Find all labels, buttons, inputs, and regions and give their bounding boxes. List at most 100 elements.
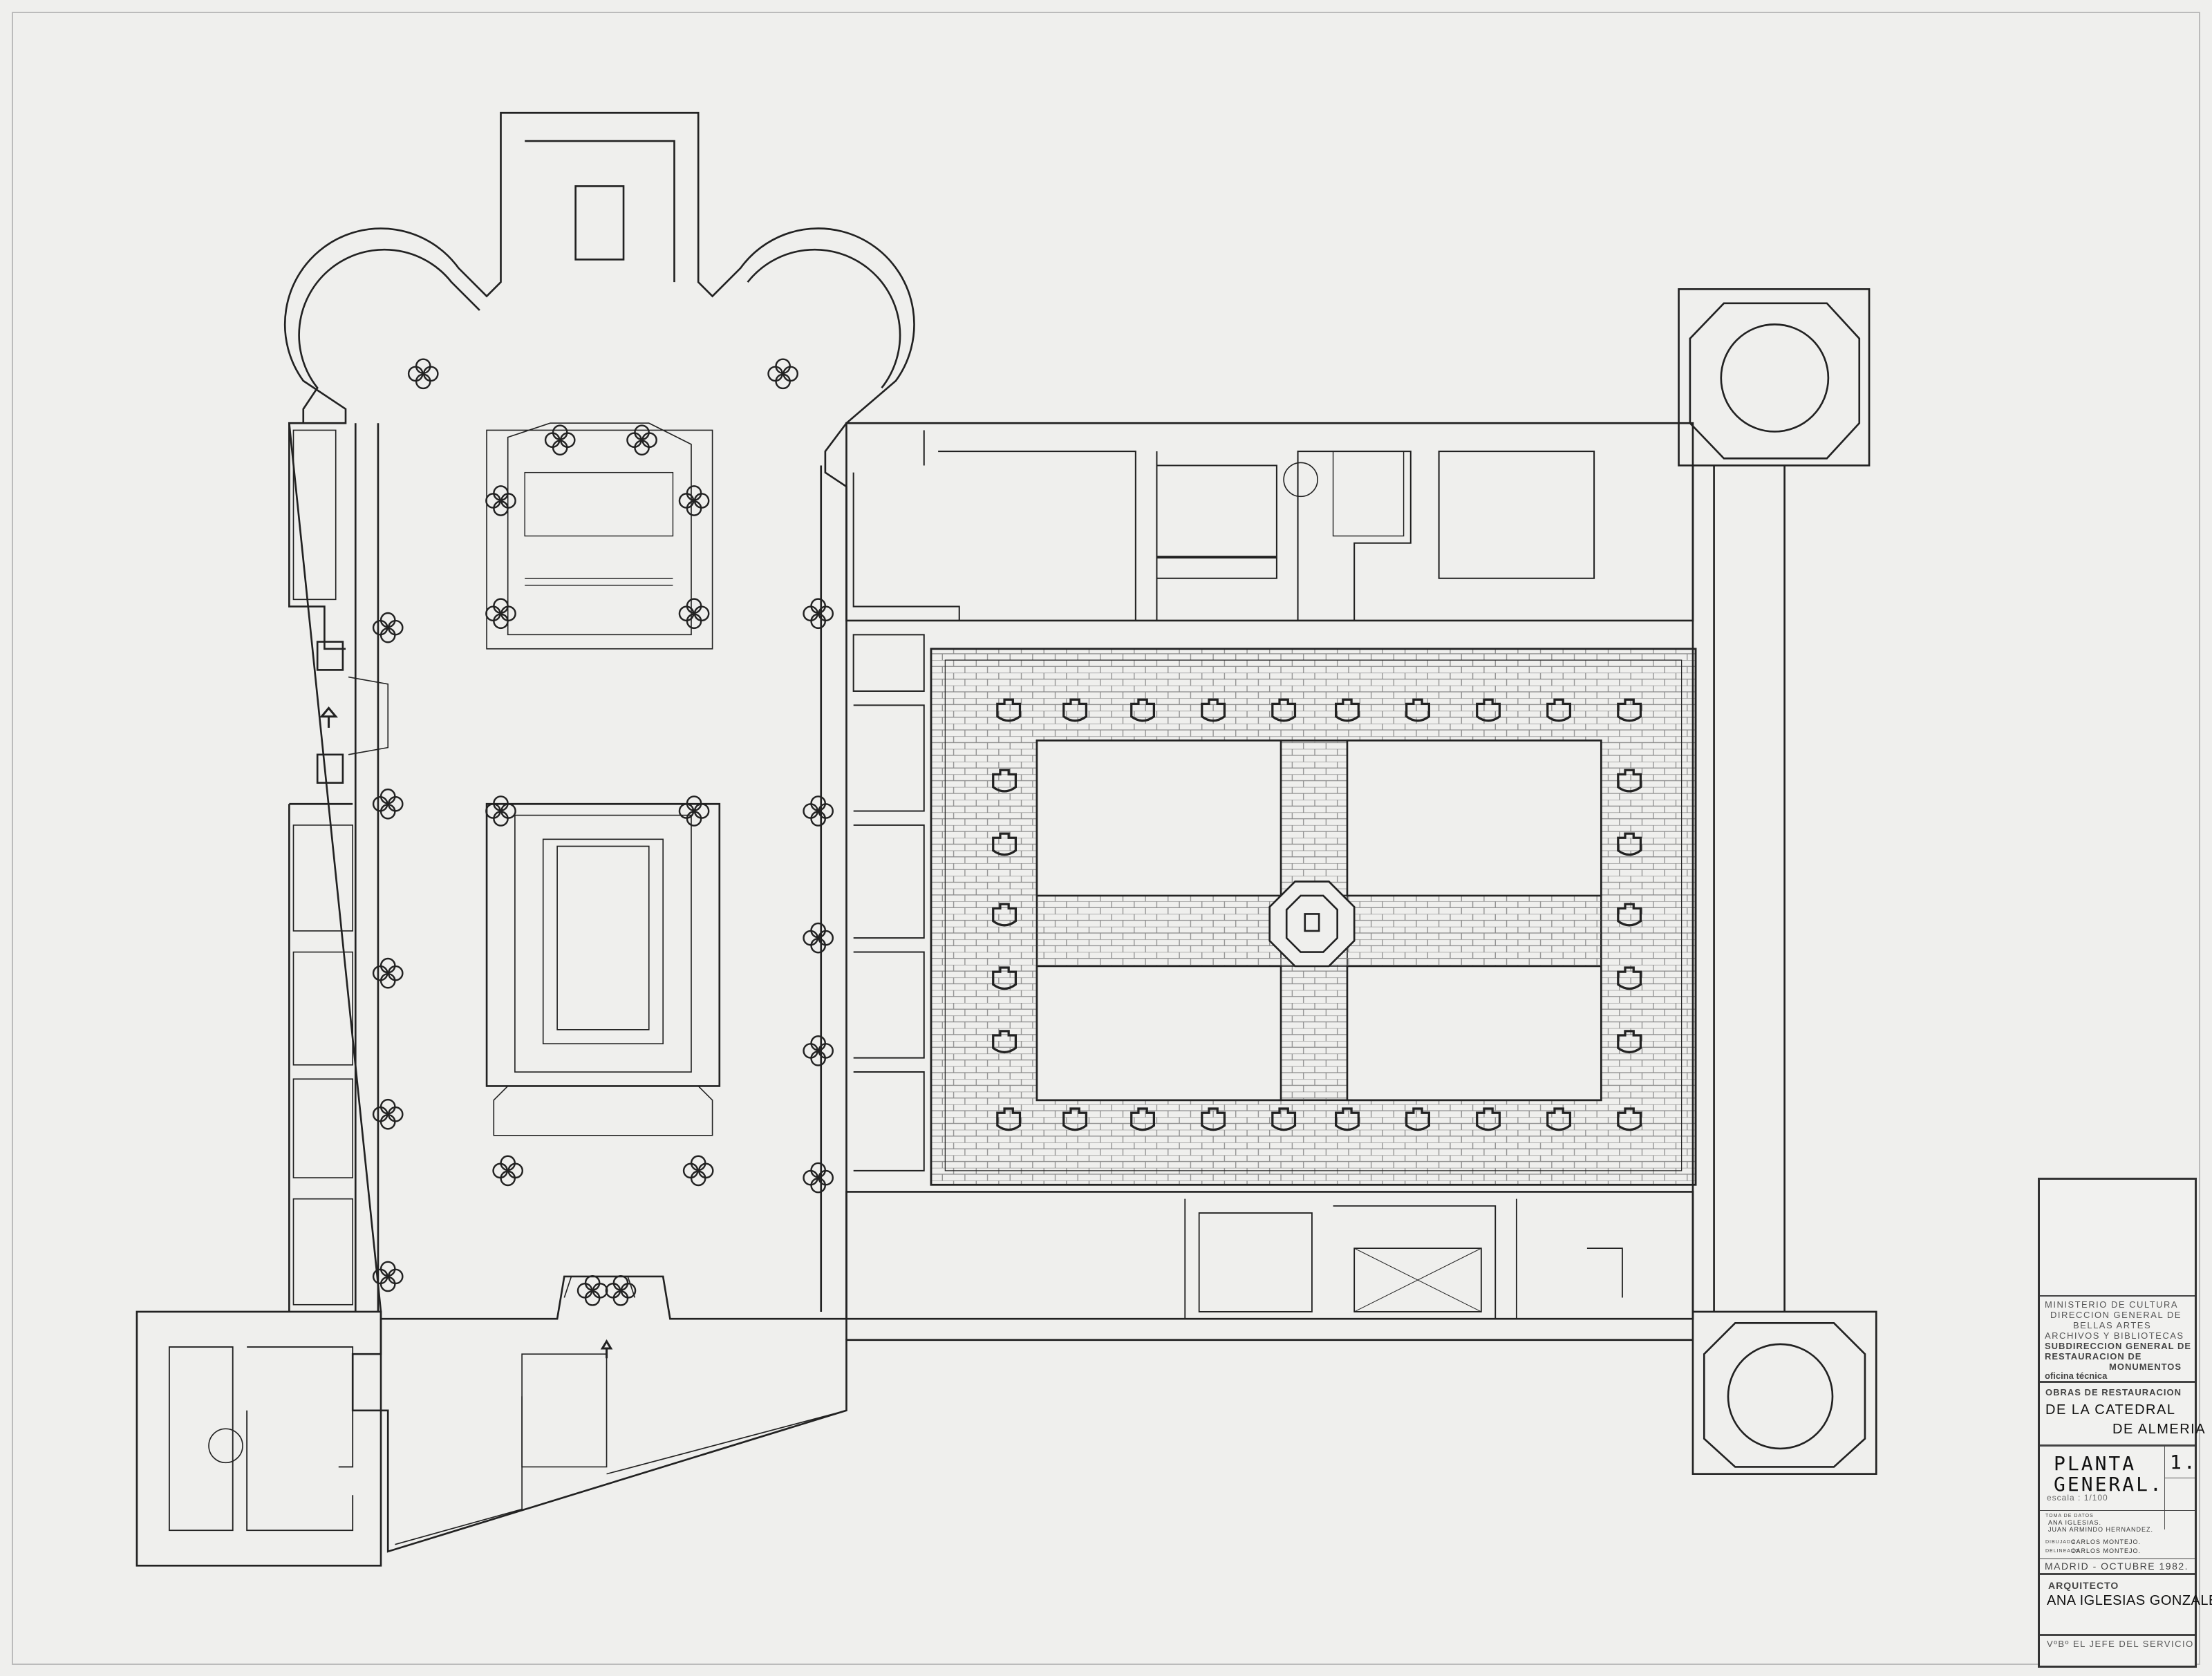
nave-pier <box>697 1162 714 1179</box>
cloister-column <box>1546 1107 1572 1131</box>
place-date: MADRID - OCTUBRE 1982. <box>2045 1561 2189 1572</box>
nave-pier <box>387 1106 404 1122</box>
cloister-column <box>1062 1107 1088 1131</box>
cloister-column <box>992 769 1018 793</box>
nave-pier <box>379 1276 396 1292</box>
nave-pier <box>372 1106 388 1122</box>
ministry-line: DIRECCION GENERAL DE <box>2050 1310 2182 1320</box>
cloister <box>930 648 1697 1186</box>
nave-pier <box>379 612 396 628</box>
nave-pier <box>379 1261 396 1277</box>
nave-pier <box>379 803 396 820</box>
subdirection-line: RESTAURACION DE <box>2045 1351 2142 1362</box>
nave-pier <box>485 493 501 509</box>
nave-pier <box>803 803 818 819</box>
entrance-arrow-icon <box>319 706 338 728</box>
nave-pier <box>387 1268 404 1285</box>
nave-pier <box>678 803 695 819</box>
nave-pier <box>422 366 439 382</box>
cloister-column <box>1617 966 1642 990</box>
cloister-column <box>1335 1107 1360 1131</box>
cloister-column <box>992 903 1018 927</box>
nave-pier <box>693 493 710 509</box>
sheet-title: PLANTA <box>2054 1452 2137 1475</box>
cloister-column <box>1617 1030 1642 1054</box>
nave-pier <box>810 922 826 939</box>
delineated-by: CARLOS MONTEJO. <box>2071 1547 2141 1554</box>
cloister-column <box>992 1030 1018 1054</box>
nave-pier <box>372 795 388 812</box>
nave-pier <box>803 1169 818 1186</box>
nave-pier <box>605 1283 621 1299</box>
office-label: oficina técnica <box>2045 1371 2108 1381</box>
nave-pier <box>485 803 501 819</box>
nave-pier <box>379 788 396 804</box>
nave-pier <box>803 605 818 622</box>
cloister-column <box>1476 698 1501 722</box>
title-block: MINISTERIO DE CULTURA DIRECCION GENERAL … <box>2038 1178 2212 1668</box>
nave-pier <box>686 598 702 614</box>
cloister-column <box>992 832 1018 856</box>
nave-pier <box>387 965 404 981</box>
nave-pier <box>507 1162 524 1179</box>
nave-pier <box>693 605 710 622</box>
nave-pier <box>810 1051 826 1066</box>
nave-pier <box>415 373 431 390</box>
architect-name: ANA IGLESIAS GONZALEZ <box>2047 1593 2212 1608</box>
works-label: OBRAS DE RESTAURACION <box>2045 1387 2182 1397</box>
cloister-column <box>1271 1107 1297 1131</box>
cloister-column <box>1130 698 1156 722</box>
nave-pier <box>810 937 826 954</box>
nave-pier <box>493 485 509 501</box>
nave-pier <box>690 1170 706 1187</box>
cloister-column <box>992 966 1018 990</box>
nave-pier <box>634 424 650 441</box>
nave-pier <box>810 811 826 827</box>
nave-pier <box>493 500 509 516</box>
drawn-label: DIBUJADO <box>2045 1540 2076 1545</box>
nave-pier <box>626 432 642 449</box>
nave-pier <box>379 972 396 989</box>
nave-pier <box>803 1043 818 1059</box>
ministry-line: BELLAS ARTES <box>2073 1320 2152 1330</box>
nave-pier <box>500 1170 516 1187</box>
nave-pier <box>775 358 791 375</box>
cloister-column <box>1335 698 1360 722</box>
sheet-title: GENERAL. <box>2054 1473 2164 1496</box>
nave-pier <box>493 598 509 614</box>
nave-pier <box>552 440 568 456</box>
ministry-line: ARCHIVOS Y BIBLIOTECAS <box>2045 1330 2184 1341</box>
nave-pier <box>634 440 650 456</box>
data-by: ANA IGLESIAS. <box>2048 1519 2102 1526</box>
cloister-column <box>1405 698 1430 722</box>
nave-pier <box>775 373 791 390</box>
south-range <box>845 1191 1694 1320</box>
cloister-column <box>1617 1107 1642 1131</box>
cloister-column <box>996 1107 1022 1131</box>
nave-pier <box>493 811 509 827</box>
drawn-by: CARLOS MONTEJO. <box>2071 1538 2141 1545</box>
nave-pier <box>693 803 710 819</box>
nave-pier <box>810 1035 826 1051</box>
cloister-column <box>1617 832 1642 856</box>
nave-pier <box>782 366 798 382</box>
nave-pier <box>500 803 516 819</box>
ministry-line: MINISTERIO DE CULTURA <box>2045 1299 2179 1310</box>
nave-pier <box>620 1283 637 1299</box>
scale-label: escala : 1/100 <box>2047 1493 2108 1503</box>
cloister-column <box>1201 698 1226 722</box>
cloister-column <box>1271 698 1297 722</box>
delineated-label: DELINEADO <box>2045 1549 2080 1554</box>
works-line: DE LA CATEDRAL <box>2045 1402 2176 1418</box>
nave-pier <box>592 1283 608 1299</box>
nave-pier <box>387 619 404 636</box>
nave-pier <box>379 1113 396 1130</box>
nave-pier <box>372 965 388 981</box>
nave-pier <box>641 432 657 449</box>
cloister-column <box>1546 698 1572 722</box>
nave-pier <box>686 485 702 501</box>
nave-pier <box>810 1177 826 1194</box>
data-by: JUAN ARMINDO HERNANDEZ. <box>2048 1526 2154 1533</box>
nave-pier <box>379 1098 396 1115</box>
